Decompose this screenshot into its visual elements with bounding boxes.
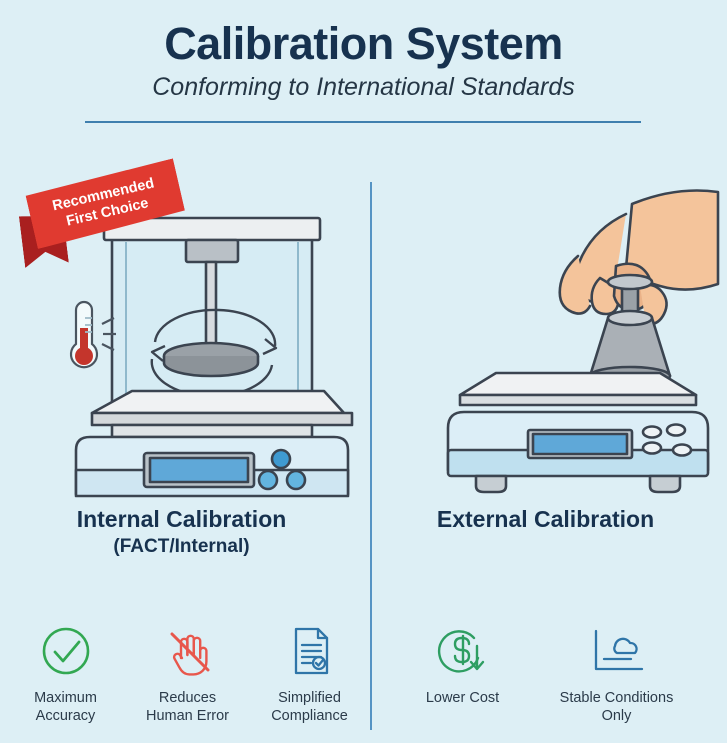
- header-divider-rule: [85, 121, 641, 123]
- thermometer-icon: [69, 300, 116, 369]
- feature-label: Simplified Compliance: [271, 689, 348, 724]
- check-circle-icon: [40, 622, 92, 680]
- feature-maximum-accuracy: Maximum Accuracy: [18, 622, 114, 725]
- internal-balance-illustration: [74, 216, 354, 498]
- feature-lower-cost: Lower Cost: [415, 622, 511, 707]
- internal-feature-list: Maximum Accuracy: [0, 622, 369, 725]
- internal-calibration-title: Internal Calibration: [76, 506, 287, 532]
- external-calibration-heading: External Calibration: [364, 505, 727, 534]
- page-subtitle: Conforming to International Standards: [152, 73, 575, 102]
- feature-stable-conditions-only: Stable Conditions Only: [557, 622, 677, 725]
- stable-chart-cloud-icon: [587, 622, 647, 680]
- column-divider: [370, 182, 372, 730]
- dollar-down-arrow-icon: [436, 622, 490, 680]
- internal-calibration-subtitle: (FACT/Internal): [113, 535, 250, 557]
- internal-calibration-heading: Internal Calibration (FACT/Internal): [0, 505, 363, 559]
- external-balance-illustration: [446, 189, 720, 494]
- feature-reduces-human-error: Reduces Human Error: [140, 622, 236, 725]
- document-check-icon: [285, 622, 335, 680]
- column-internal-calibration: Internal Calibration (FACT/Internal) Max…: [0, 150, 363, 743]
- external-feature-list: Lower Cost Stable Conditions Only: [364, 622, 727, 725]
- feature-label: Maximum Accuracy: [34, 689, 97, 724]
- external-calibration-title: External Calibration: [436, 506, 655, 532]
- page-title: Calibration System: [164, 18, 563, 69]
- feature-label: Lower Cost: [425, 689, 500, 706]
- feature-label: Stable Conditions Only: [559, 689, 674, 724]
- feature-simplified-compliance: Simplified Compliance: [262, 622, 358, 725]
- no-hand-icon: [161, 622, 215, 680]
- column-external-calibration: External Calibration: [364, 150, 727, 743]
- header: Calibration System Conforming to Interna…: [0, 0, 727, 102]
- feature-label: Reduces Human Error: [146, 689, 229, 724]
